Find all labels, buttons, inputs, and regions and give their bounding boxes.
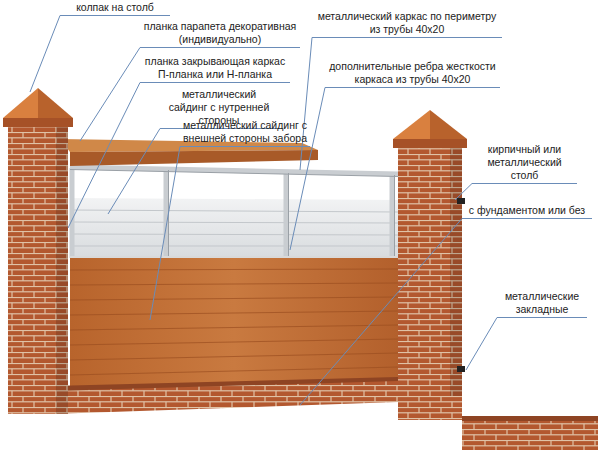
leader-line xyxy=(30,16,60,93)
siding-edge xyxy=(70,256,398,258)
inner-siding xyxy=(70,198,398,256)
leader-line xyxy=(455,184,472,201)
foundation-top xyxy=(52,377,398,391)
outer-siding xyxy=(70,256,398,390)
parapet-front xyxy=(70,150,318,166)
callout-label: планка парапета декоративная (индивидуал… xyxy=(140,20,300,48)
leader-line xyxy=(466,318,497,371)
post-base xyxy=(398,396,462,420)
callout-label: планка закрывающая каркас П-планка или Н… xyxy=(140,55,290,83)
leader-line xyxy=(68,83,140,229)
leader-line xyxy=(300,219,462,406)
post-cap xyxy=(3,88,38,118)
brick-wall xyxy=(462,420,598,450)
leader-line xyxy=(108,129,160,215)
outer-siding-lines xyxy=(70,269,398,375)
embedded-plate xyxy=(457,366,465,372)
callout-label: колпак на столб xyxy=(60,1,170,16)
leader-line xyxy=(80,48,140,142)
post-shade xyxy=(56,126,68,414)
brick-post xyxy=(398,146,462,396)
leader-line xyxy=(150,147,180,321)
inner-siding-lines xyxy=(70,210,398,246)
callout-label: кирпичный или металлический столб xyxy=(472,143,577,184)
callout-label: дополнительные ребра жесткости каркаса и… xyxy=(325,60,500,88)
leader-line xyxy=(300,38,312,171)
brick-post xyxy=(8,126,68,414)
callout-label: металлический сайдинг с внешней стороны … xyxy=(180,119,310,147)
metal-frame xyxy=(70,167,398,258)
post-cap-slab xyxy=(393,139,467,148)
leader-line xyxy=(290,88,325,251)
callout-label: металлический каркас по периметру из тру… xyxy=(312,10,502,38)
post-cap-side xyxy=(430,110,467,139)
post-shade xyxy=(450,146,462,396)
callout-label: металлические закладные xyxy=(497,290,587,318)
frame-edges xyxy=(70,170,398,259)
wall-top xyxy=(462,416,598,421)
post-cap-slab xyxy=(3,118,73,127)
post-cap-side xyxy=(38,88,73,118)
post-cap xyxy=(393,110,430,139)
callout-label: с фундаментом или без xyxy=(462,204,592,219)
